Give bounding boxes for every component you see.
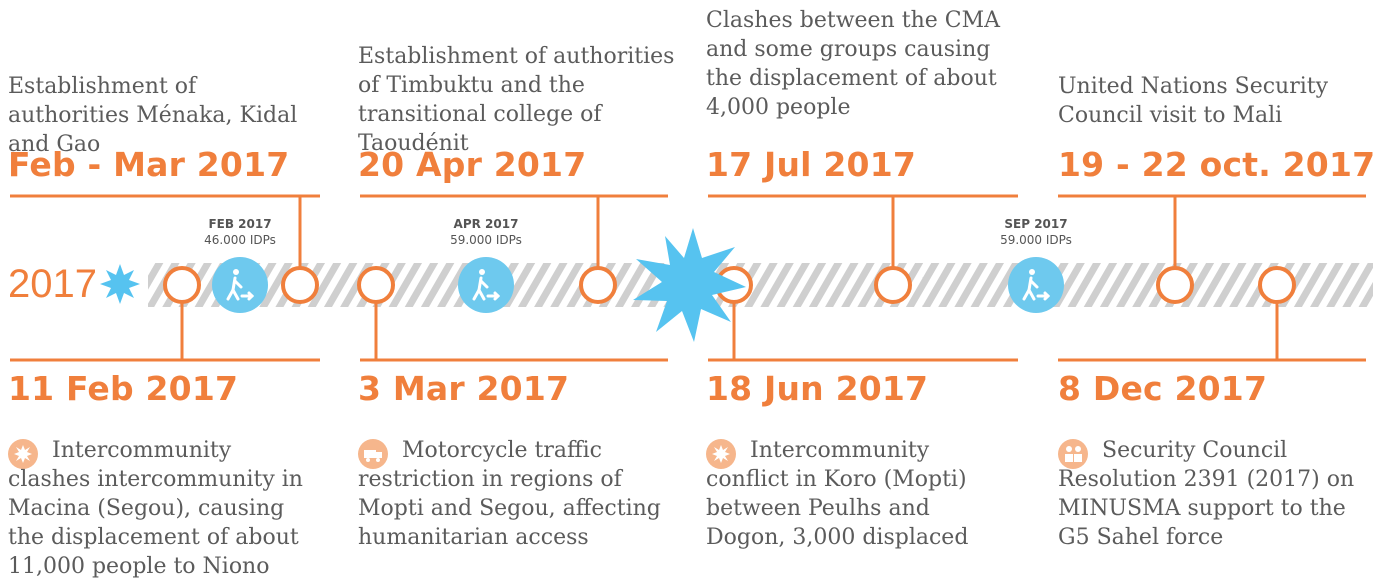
- explosion-icon: [706, 439, 736, 469]
- bottom-event-date: 3 Mar 2017: [358, 369, 570, 408]
- idp-marker-title: FEB 2017: [208, 217, 272, 231]
- top-connector-1: [10, 194, 320, 268]
- event-marker-feb11: [163, 266, 201, 304]
- idp-icon-3: [1008, 257, 1064, 313]
- bottom-event-date: 18 Jun 2017: [706, 369, 929, 408]
- bottom-event-description: Security Council Resolution 2391 (2017) …: [1058, 438, 1355, 550]
- bottom-connector-1: [10, 303, 320, 362]
- bottom-connector-2: [360, 303, 668, 362]
- bottom-connector-3: [708, 303, 1018, 362]
- top-event-description: Establishment of authorities of Timbuktu…: [358, 44, 675, 156]
- event-marker-apr20: [579, 266, 617, 304]
- top-event-description: Establishment of authorities Ménaka, Kid…: [8, 74, 298, 157]
- top-connector-3: [708, 194, 1018, 268]
- idp-icon-1: [212, 257, 268, 313]
- top-connector-2: [360, 194, 668, 268]
- idp-marker-title: SEP 2017: [1004, 217, 1068, 231]
- event-marker-dec8: [1258, 266, 1296, 304]
- idp-marker-title: APR 2017: [453, 217, 519, 231]
- event-marker-jul17: [874, 266, 912, 304]
- meeting-icon: [1058, 439, 1088, 469]
- bottom-event-description: Motorcycle traffic restriction in region…: [358, 438, 661, 550]
- top-event-date: 17 Jul 2017: [706, 145, 917, 184]
- year-label: 2017: [8, 262, 97, 306]
- top-event-date: 20 Apr 2017: [358, 145, 587, 184]
- truck-icon: [358, 439, 388, 469]
- bottom-event-description: Intercommunity clashes intercommunity in…: [8, 438, 303, 579]
- event-marker-mar3: [357, 266, 395, 304]
- top-event-date: 19 - 22 oct. 2017: [1058, 145, 1376, 184]
- idp-marker-count: 59.000 IDPs: [450, 233, 522, 247]
- top-event-date: Feb - Mar 2017: [8, 145, 290, 184]
- event-marker-febmar: [281, 266, 319, 304]
- idp-icon-2: [458, 257, 514, 313]
- explosion-icon: [8, 439, 38, 469]
- top-event-description: Clashes between the CMA and some groups …: [706, 8, 1000, 120]
- idp-marker-count: 59.000 IDPs: [1000, 233, 1072, 247]
- event-marker-oct: [1156, 266, 1194, 304]
- bottom-connector-4: [1058, 303, 1366, 362]
- top-event-description: United Nations Security Council visit to…: [1058, 74, 1329, 128]
- bottom-event-description: Intercommunity conflict in Koro (Mopti) …: [706, 438, 969, 550]
- bottom-event-date: 8 Dec 2017: [1058, 369, 1268, 408]
- top-connector-4: [1058, 194, 1366, 268]
- idp-marker-count: 46.000 IDPs: [204, 233, 276, 247]
- large-burst-icon: [633, 228, 746, 342]
- small-burst-icon: [100, 264, 140, 304]
- bottom-event-date: 11 Feb 2017: [8, 369, 239, 408]
